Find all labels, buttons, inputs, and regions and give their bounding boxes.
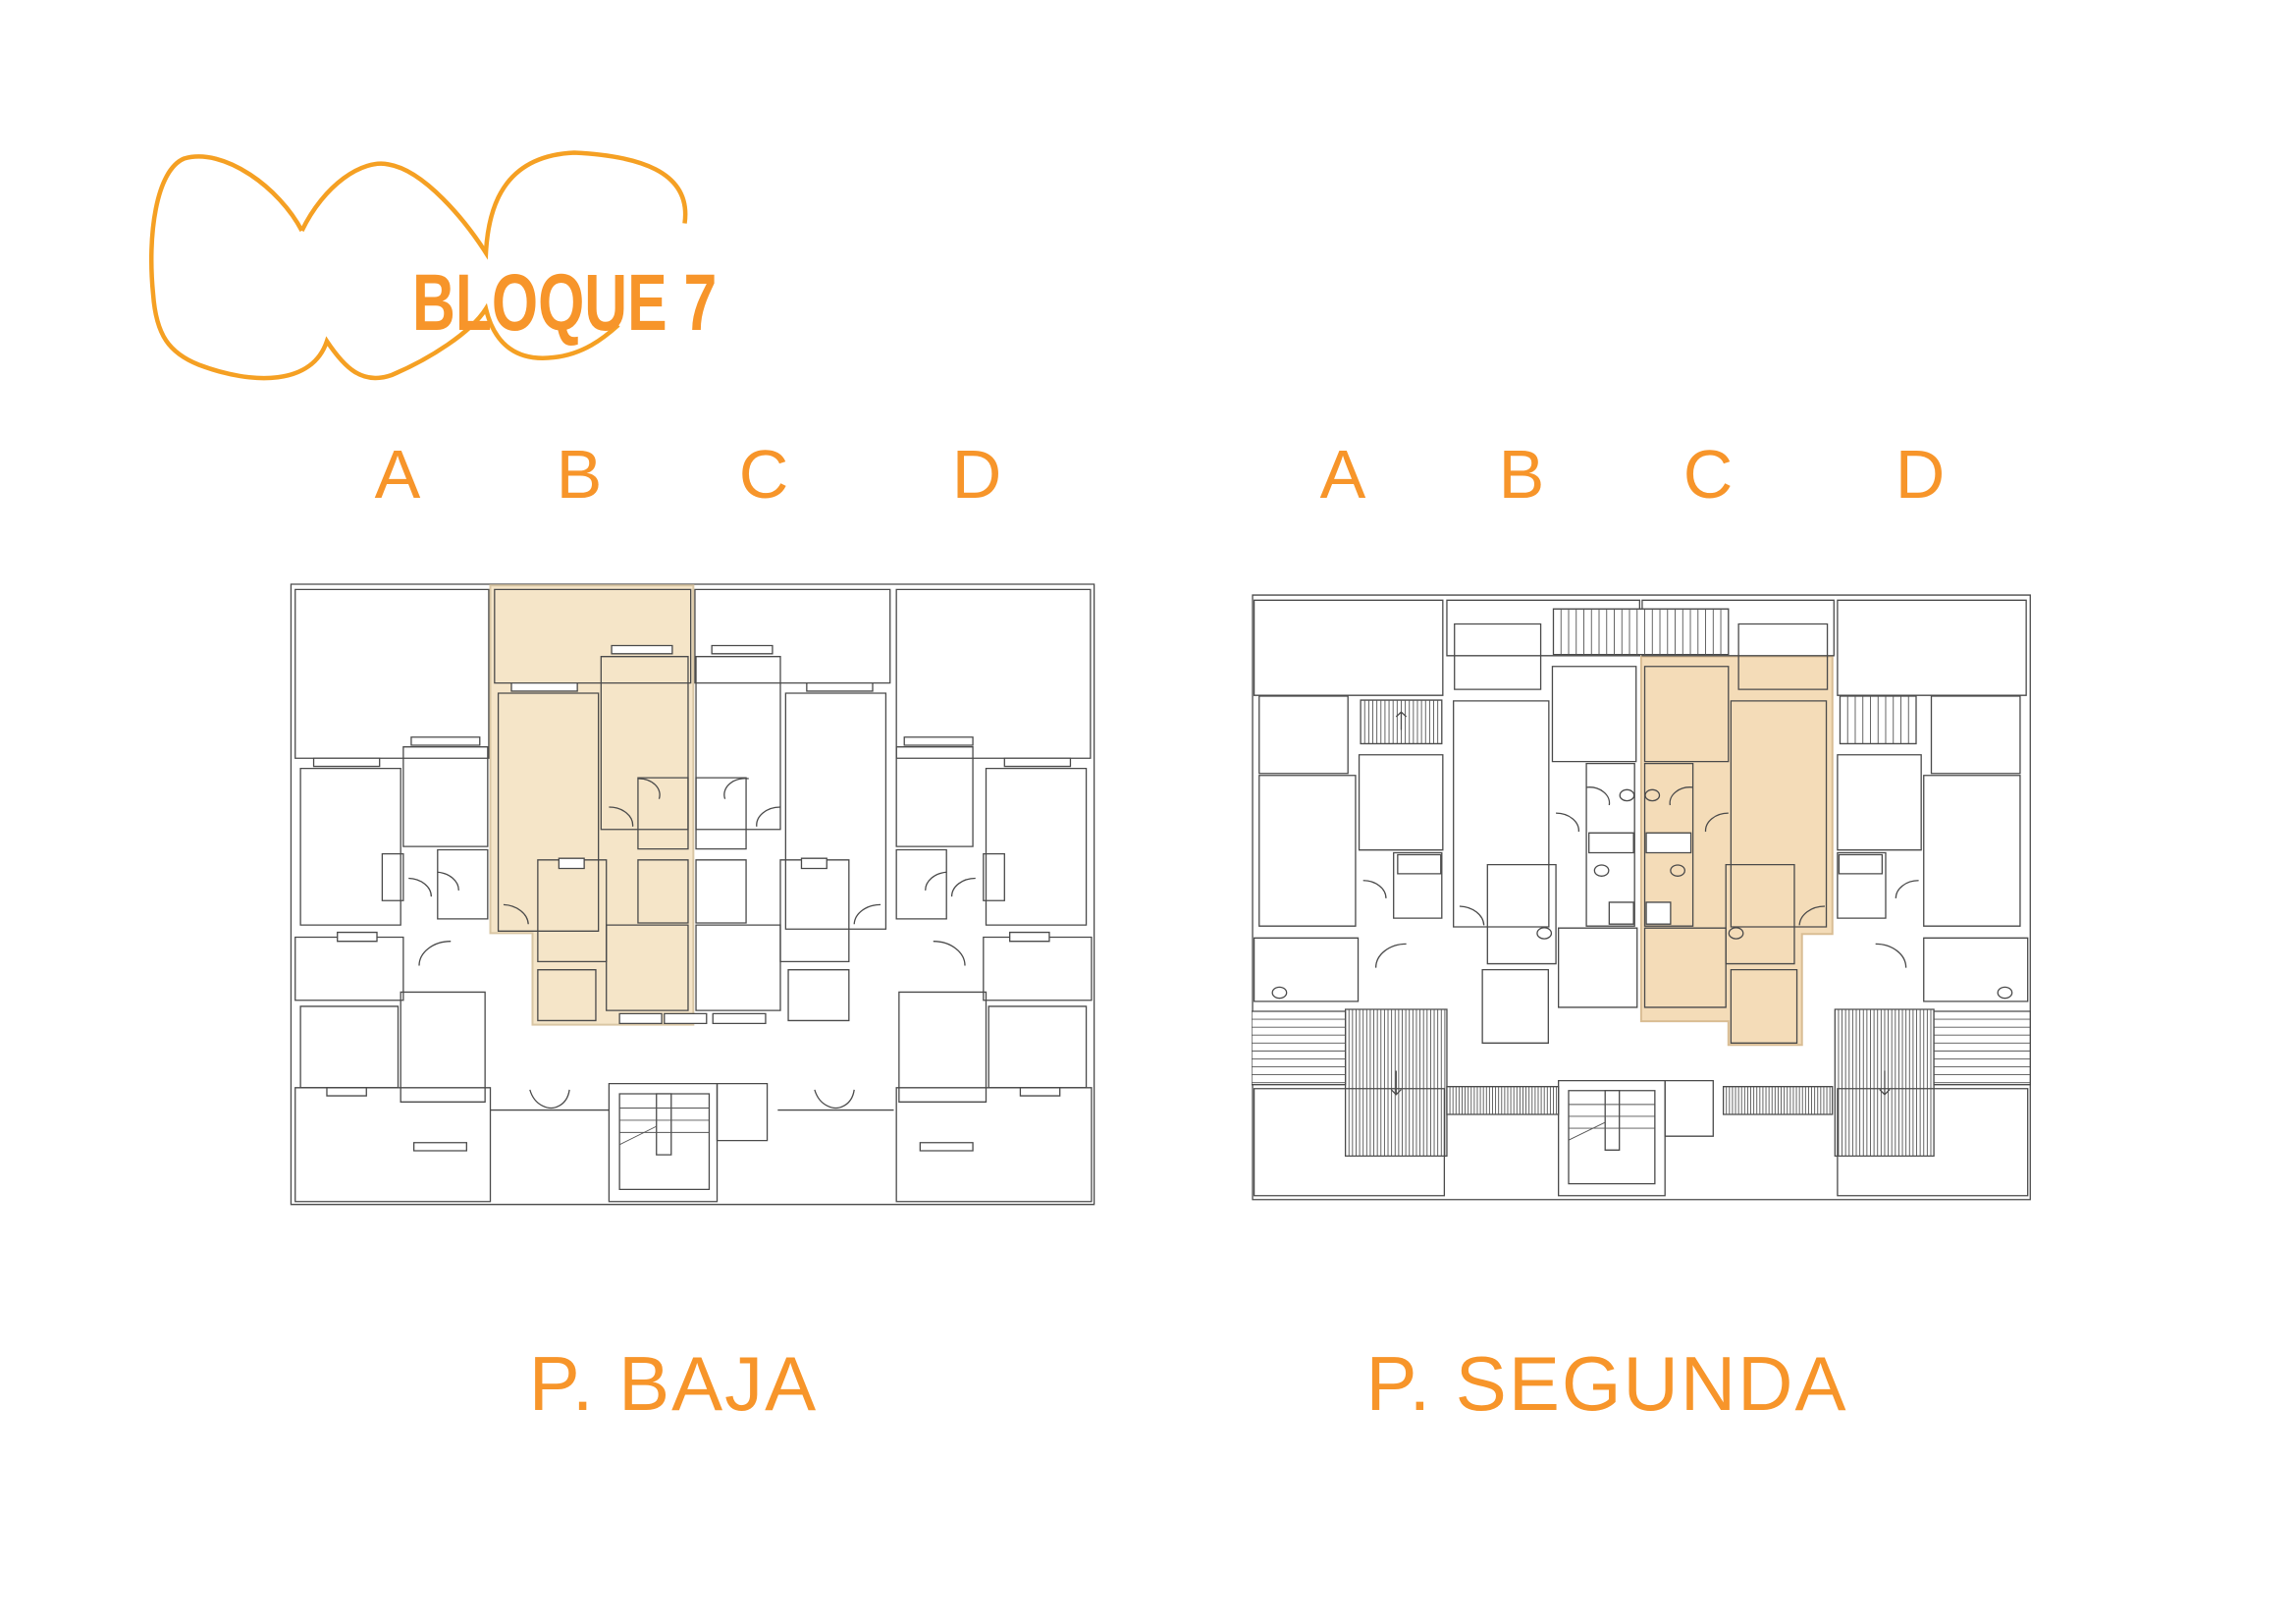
unit-label-d: D — [1895, 436, 1946, 513]
unit-label-b: B — [556, 436, 603, 513]
terrace-a — [295, 589, 489, 758]
arrow-up-icon — [1396, 712, 1406, 730]
terrace-bottom-d — [1838, 1089, 2028, 1196]
windows — [314, 646, 1071, 1151]
unit-label-a: A — [1319, 436, 1366, 513]
railing-left — [1252, 1011, 1346, 1085]
highlighted-unit-b — [491, 585, 694, 1024]
door-swings — [408, 779, 976, 1109]
corridor-left — [1447, 1087, 1559, 1114]
staircase — [1559, 1081, 1714, 1196]
outer-wall — [1253, 595, 2030, 1200]
highlighted-unit-c — [1641, 657, 1833, 1046]
second-floor-plan[interactable] — [1252, 589, 2037, 1203]
rooms — [1255, 624, 2028, 1044]
block-title: BLOQUE 7 — [412, 258, 718, 348]
door-swings — [1363, 787, 1919, 968]
terrace-d — [896, 589, 1091, 758]
unit-label-a: A — [374, 436, 421, 513]
floor-label-ground: P. BAJA — [528, 1340, 819, 1427]
terrace-b — [495, 589, 691, 682]
outer-wall — [291, 584, 1094, 1205]
terrace-bottom-a — [1255, 1089, 1445, 1196]
staircase — [609, 1084, 767, 1202]
unit-label-d: D — [951, 436, 1002, 513]
railing-top-center — [1553, 609, 1728, 654]
arrow-down-icon — [1391, 1071, 1401, 1095]
terrace-bottom-a — [295, 1088, 491, 1202]
unit-label-c: C — [738, 436, 789, 513]
ground-floor-plan[interactable] — [285, 579, 1099, 1208]
railing-right — [1934, 1011, 2030, 1085]
arrow-down-icon — [1880, 1071, 1890, 1095]
stair-hatch-terraces — [1252, 1009, 2030, 1156]
terrace-c — [695, 589, 890, 682]
unit-label-b: B — [1498, 436, 1545, 513]
bathroom-fixtures — [1272, 789, 2011, 998]
floor-label-second: P. SEGUNDA — [1365, 1340, 1848, 1427]
logo-blob-outline — [149, 150, 688, 381]
terrace-bottom-d — [896, 1088, 1092, 1202]
unit-label-c: C — [1682, 436, 1734, 513]
